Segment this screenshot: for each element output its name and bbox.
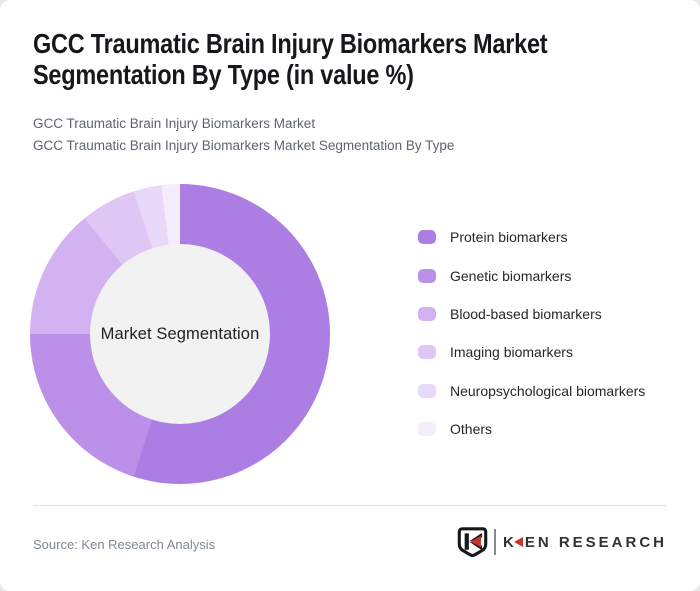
subtitle-line-2: GCC Traumatic Brain Injury Biomarkers Ma… [33, 137, 455, 153]
legend-label: Imaging biomarkers [450, 344, 573, 361]
legend-item[interactable]: Genetic biomarkers [418, 256, 645, 294]
legend-item[interactable]: Imaging biomarkers [418, 333, 645, 371]
legend-label: Blood-based biomarkers [450, 305, 602, 322]
title-line-2: Segmentation By Type (in value %) [33, 59, 414, 90]
donut-center: Market Segmentation [90, 244, 270, 424]
logo-letters-rest: EN RESEARCH [524, 533, 667, 551]
legend-item[interactable]: Blood-based biomarkers [418, 295, 645, 333]
ken-research-logo: K EN RESEARCH [457, 526, 667, 558]
ken-research-shield-icon [457, 527, 488, 558]
legend-swatch-icon [418, 306, 436, 321]
logo-divider-bar [493, 529, 496, 555]
page-title: GCC Traumatic Brain Injury Biomarkers Ma… [33, 28, 548, 90]
legend-swatch-icon [418, 383, 436, 398]
legend-swatch-icon [418, 422, 436, 437]
donut-chart[interactable]: Market Segmentation [30, 184, 330, 484]
logo-wordmark: K EN RESEARCH [503, 534, 667, 551]
title-line-1: GCC Traumatic Brain Injury Biomarkers Ma… [33, 28, 548, 59]
subtitle-line-1: GCC Traumatic Brain Injury Biomarkers Ma… [33, 116, 316, 131]
logo-letter-k: K [502, 533, 517, 551]
legend-label: Genetic biomarkers [450, 267, 572, 284]
logo-red-triangle-icon [513, 537, 523, 547]
legend-swatch-icon [418, 345, 436, 360]
legend-item[interactable]: Others [418, 410, 645, 448]
legend-item[interactable]: Neuropsychological biomarkers [418, 372, 645, 410]
legend-item[interactable]: Protein biomarkers [418, 218, 645, 256]
legend-label: Others [450, 421, 493, 438]
legend-swatch-icon [418, 230, 436, 245]
chart-subtitle: GCC Traumatic Brain Injury Biomarkers Ma… [33, 113, 454, 156]
legend-label: Protein biomarkers [450, 229, 568, 246]
source-note: Source: Ken Research Analysis [33, 537, 216, 552]
donut-center-label: Market Segmentation [100, 324, 260, 343]
footer-divider [33, 505, 667, 506]
legend-label: Neuropsychological biomarkers [450, 382, 646, 399]
legend-swatch-icon [418, 268, 436, 283]
